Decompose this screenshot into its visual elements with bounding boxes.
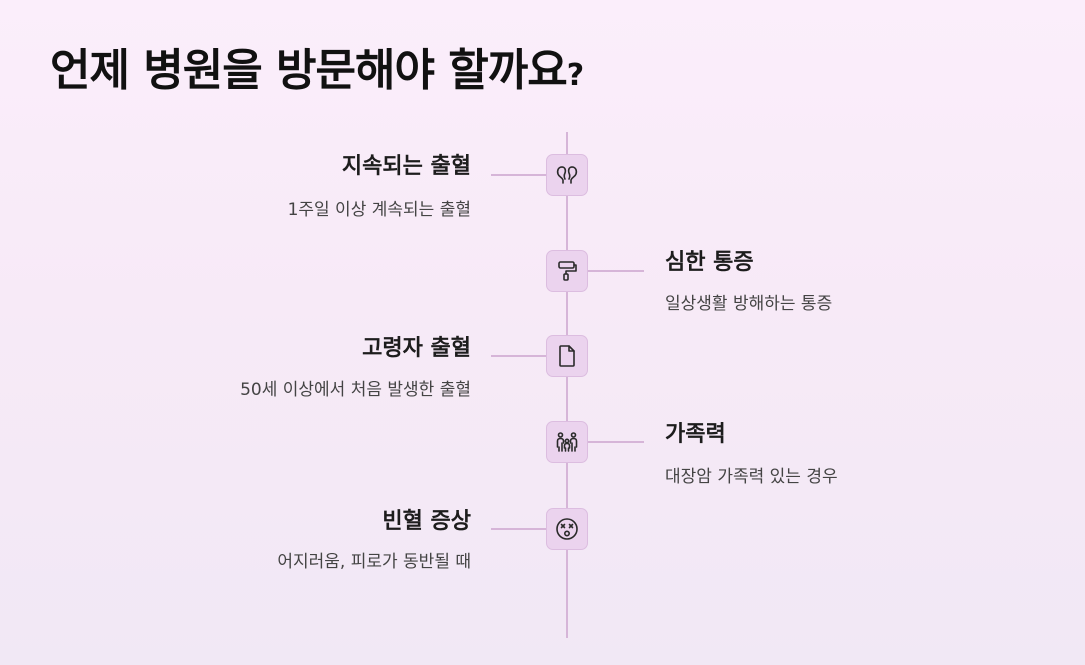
item-description-1: 1주일 이상 계속되는 출혈 [287, 200, 471, 220]
timeline-axis [566, 132, 568, 638]
dizzy-face-icon [556, 518, 578, 540]
item-description-5: 어지러움, 피로가 동반될 때 [277, 552, 471, 572]
timeline-node-4 [546, 421, 588, 463]
item-heading-3: 고령자 출혈 [362, 336, 471, 361]
timeline-node-1 [546, 154, 588, 196]
connector-2 [588, 270, 644, 272]
connector-3 [491, 355, 547, 357]
timeline-node-3 [546, 335, 588, 377]
item-description-3: 50세 이상에서 처음 발생한 출혈 [240, 380, 471, 400]
item-heading-4: 가족력 [665, 422, 726, 447]
connector-1 [491, 174, 547, 176]
timeline-node-5 [546, 508, 588, 550]
item-description-2: 일상생활 방해하는 통증 [665, 294, 833, 314]
item-heading-2: 심한 통증 [665, 250, 754, 275]
page-title: 언제 병원을 방문해야 할까요? [50, 34, 584, 98]
item-description-4: 대장암 가족력 있는 경우 [665, 467, 838, 487]
connector-5 [491, 528, 547, 530]
family-icon [556, 432, 578, 452]
page-title-mark: ? [566, 58, 584, 93]
page-title-text: 언제 병원을 방문해야 할까요 [50, 45, 568, 96]
timeline-node-2 [546, 250, 588, 292]
connector-4 [588, 441, 644, 443]
document-icon [559, 345, 575, 367]
item-heading-5: 빈혈 증상 [382, 509, 471, 534]
paint-roller-icon [558, 261, 577, 281]
intestine-icon [556, 166, 578, 184]
item-heading-1: 지속되는 출혈 [341, 154, 471, 179]
